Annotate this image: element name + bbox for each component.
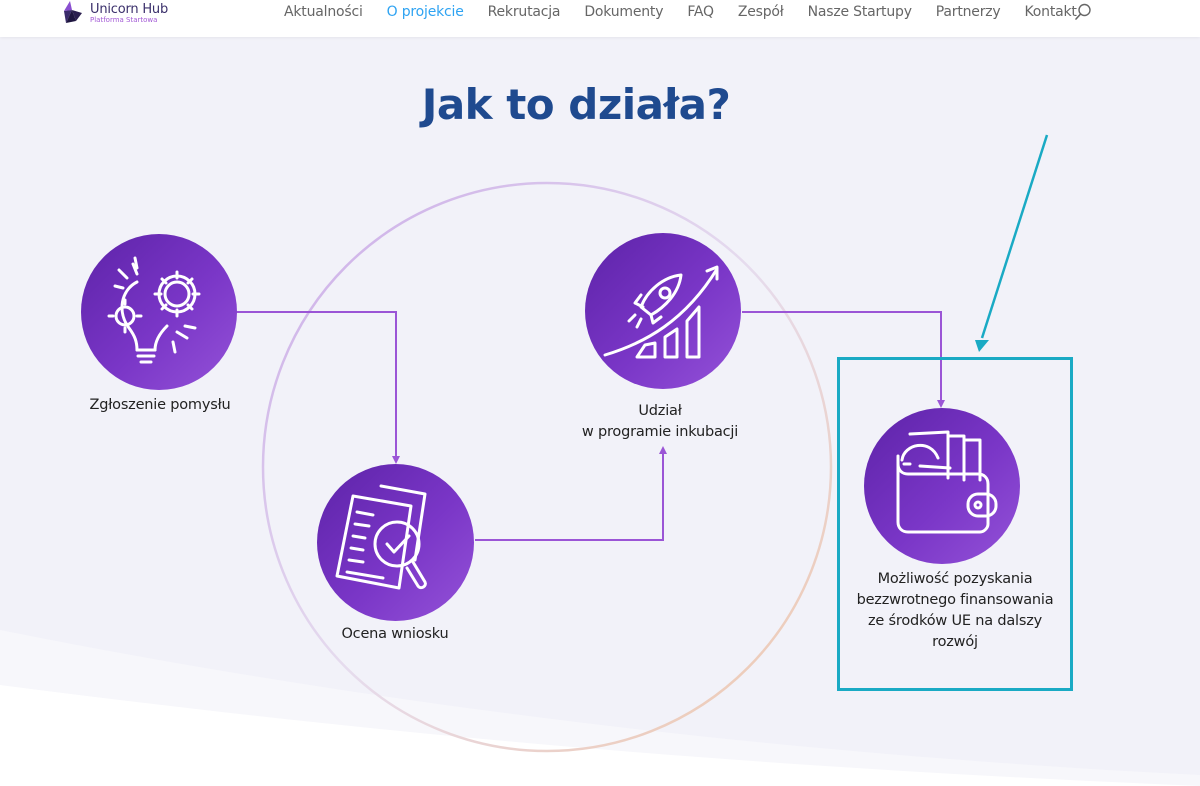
step-1-label: Zgłoszenie pomysłu: [89, 397, 231, 413]
nav-dokumenty[interactable]: Dokumenty: [584, 4, 664, 20]
rocket-growth-chart-icon: [603, 265, 719, 359]
wallet-money-icon: [896, 430, 998, 534]
nav-kontakt[interactable]: Kontakt: [1024, 4, 1077, 20]
nav-rekrutacja[interactable]: Rekrutacja: [487, 4, 561, 20]
nav-nasze-startupy[interactable]: Nasze Startupy: [807, 4, 912, 20]
nav-zespol[interactable]: Zespół: [737, 4, 784, 20]
logo-subtitle: Platforma Startowa: [90, 15, 158, 24]
search-icon[interactable]: [1073, 2, 1093, 22]
main-nav: Aktualności O projekcie Rekrutacja Dokum…: [272, 0, 1089, 24]
step-3-label: Udział w programie inkubacji: [581, 403, 739, 440]
background-wave: [0, 630, 1200, 786]
top-navigation-bar: Unicorn Hub Platforma Startowa Aktualnoś…: [0, 0, 1200, 37]
annotation-arrow: [980, 134, 1049, 339]
step-2-icon-circle: [317, 464, 474, 621]
unicorn-logo-icon: [64, 1, 82, 23]
step-1-icon-circle: [81, 234, 237, 390]
step-2-label: Ocena wniosku: [341, 626, 449, 642]
step-4-label: Możliwość pozyskania bezzwrotnego finans…: [856, 571, 1054, 650]
highlight-annotation-box: [837, 357, 1073, 691]
nav-faq[interactable]: FAQ: [687, 4, 714, 20]
step-3-icon-circle: [585, 233, 741, 389]
nav-aktualnosci[interactable]: Aktualności: [284, 4, 363, 20]
step-4-icon-circle: [864, 408, 1020, 564]
nav-partnerzy[interactable]: Partnerzy: [935, 4, 1001, 20]
page-title: Jak to działa?: [421, 80, 731, 129]
logo[interactable]: Unicorn Hub Platforma Startowa: [62, 0, 168, 26]
nav-o-projekcie[interactable]: O projekcie: [386, 4, 464, 20]
lightbulb-gears-icon: [107, 256, 201, 364]
document-magnifier-check-icon: [335, 484, 427, 590]
logo-title: Unicorn Hub: [90, 1, 169, 17]
decorative-ring: [261, 181, 833, 753]
